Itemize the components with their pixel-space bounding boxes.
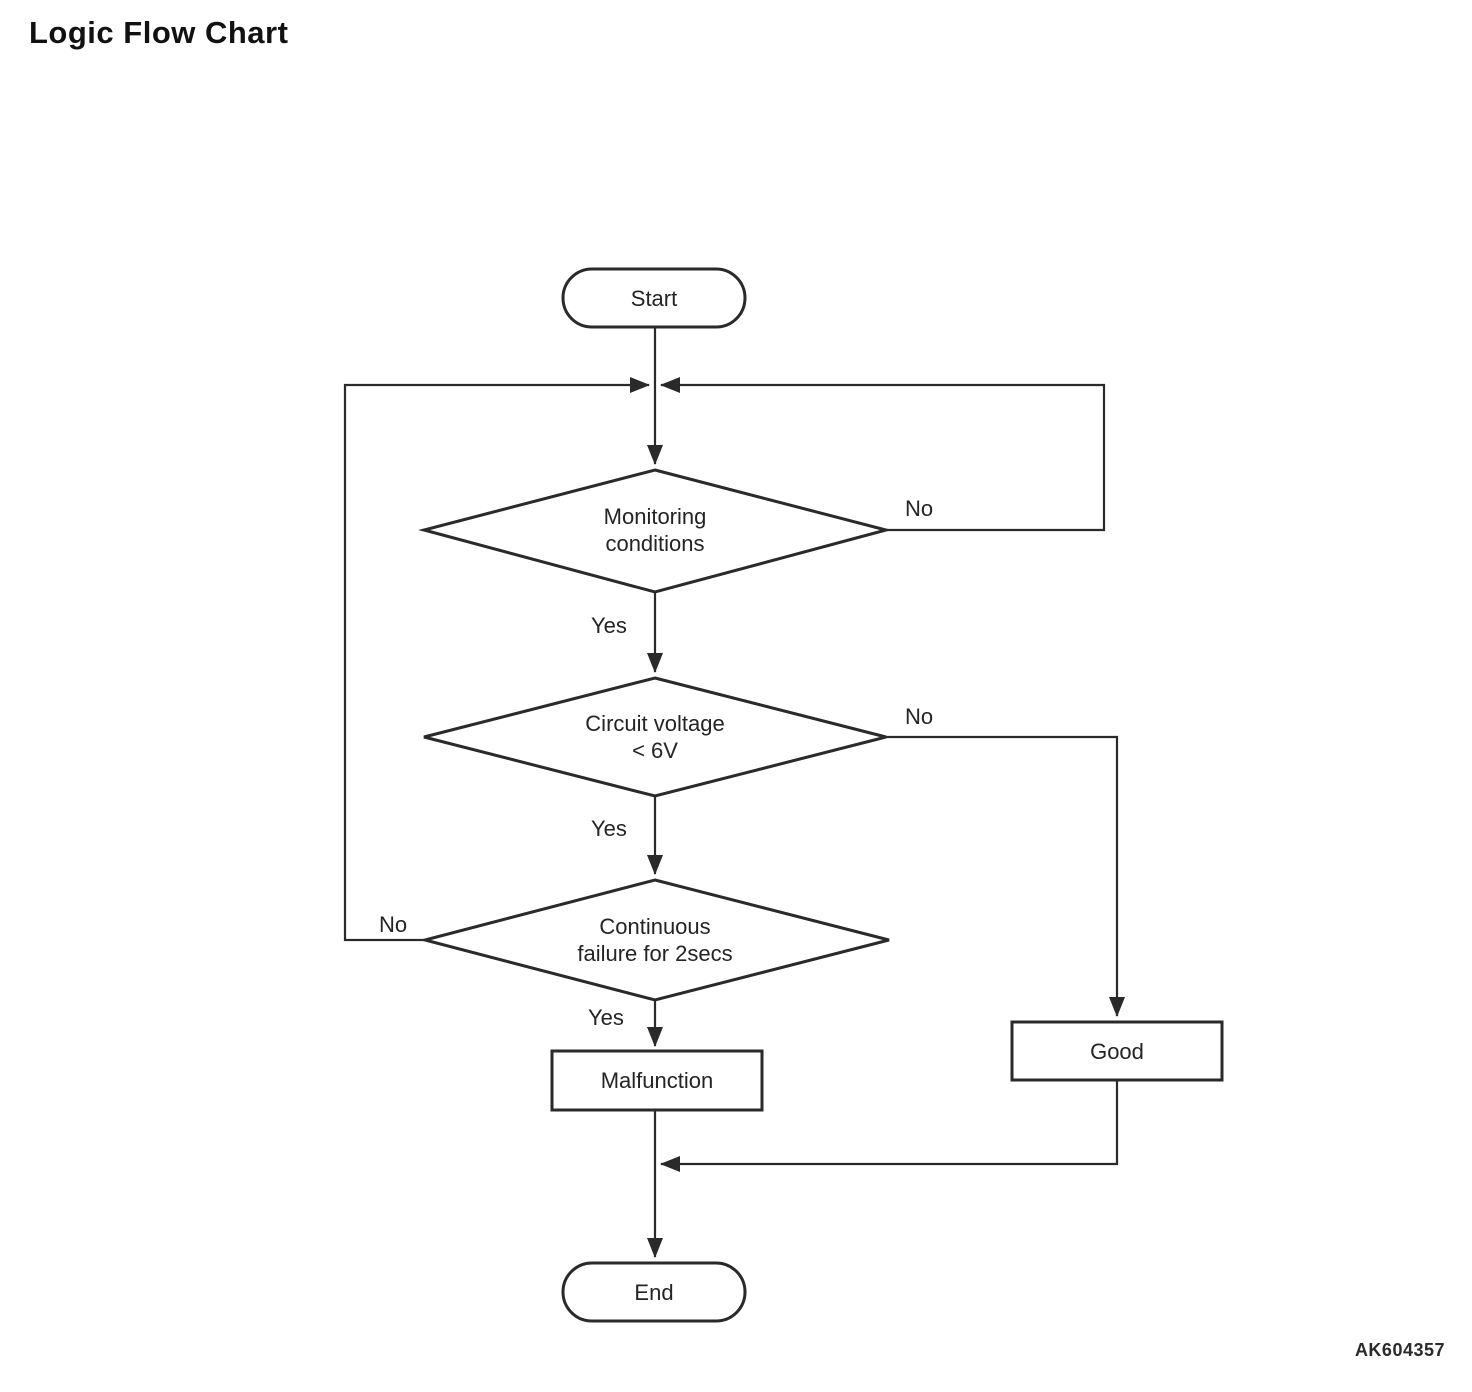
- continuous-failure-decision-shape: [419, 878, 890, 1002]
- start-label: Start: [630, 285, 678, 311]
- continuous-yes-label: Yes: [588, 1005, 624, 1030]
- page-title: Logic Flow Chart: [29, 15, 289, 50]
- edge-circuit-no: [884, 735, 1125, 1017]
- circuit-voltage-label: Circuit voltage < 6V: [545, 710, 765, 764]
- end-label: End: [634, 1279, 674, 1305]
- figure-code: AK604357: [1354, 1340, 1445, 1360]
- monitoring-label-line2: conditions: [605, 531, 705, 556]
- circuit-no-label: No: [905, 704, 934, 729]
- malfunction-process-shape: [550, 1049, 764, 1112]
- circuit-voltage-label-line1: Circuit voltage: [585, 711, 725, 736]
- monitoring-no-label: No: [905, 496, 934, 521]
- good-process-shape: [1010, 1020, 1224, 1082]
- monitoring-decision-shape: [418, 468, 892, 594]
- monitoring-label: Monitoring conditions: [545, 503, 765, 557]
- edge-monitoring-no-loop: [660, 377, 1106, 532]
- good-label: Good: [1090, 1038, 1144, 1064]
- edge-good-merge: [660, 1080, 1119, 1172]
- connector-layer: [343, 327, 1125, 1258]
- continuous-failure-label-line1: Continuous: [599, 914, 711, 939]
- end-terminator-shape: [561, 1261, 747, 1323]
- monitoring-yes-label: Yes: [591, 613, 627, 638]
- edge-continuous-no-loop: [343, 377, 650, 942]
- start-terminator-shape: [561, 267, 747, 329]
- continuous-failure-label: Continuous failure for 2secs: [535, 913, 775, 967]
- circuit-yes-label: Yes: [591, 816, 627, 841]
- malfunction-label: Malfunction: [600, 1068, 714, 1093]
- circuit-voltage-decision-shape: [423, 676, 887, 798]
- circuit-voltage-label-line2: < 6V: [632, 738, 678, 763]
- node-layer: [418, 267, 1224, 1323]
- continuous-failure-label-line2: failure for 2secs: [577, 941, 733, 966]
- continuous-no-label: No: [379, 912, 408, 937]
- monitoring-label-line1: Monitoring: [603, 504, 707, 529]
